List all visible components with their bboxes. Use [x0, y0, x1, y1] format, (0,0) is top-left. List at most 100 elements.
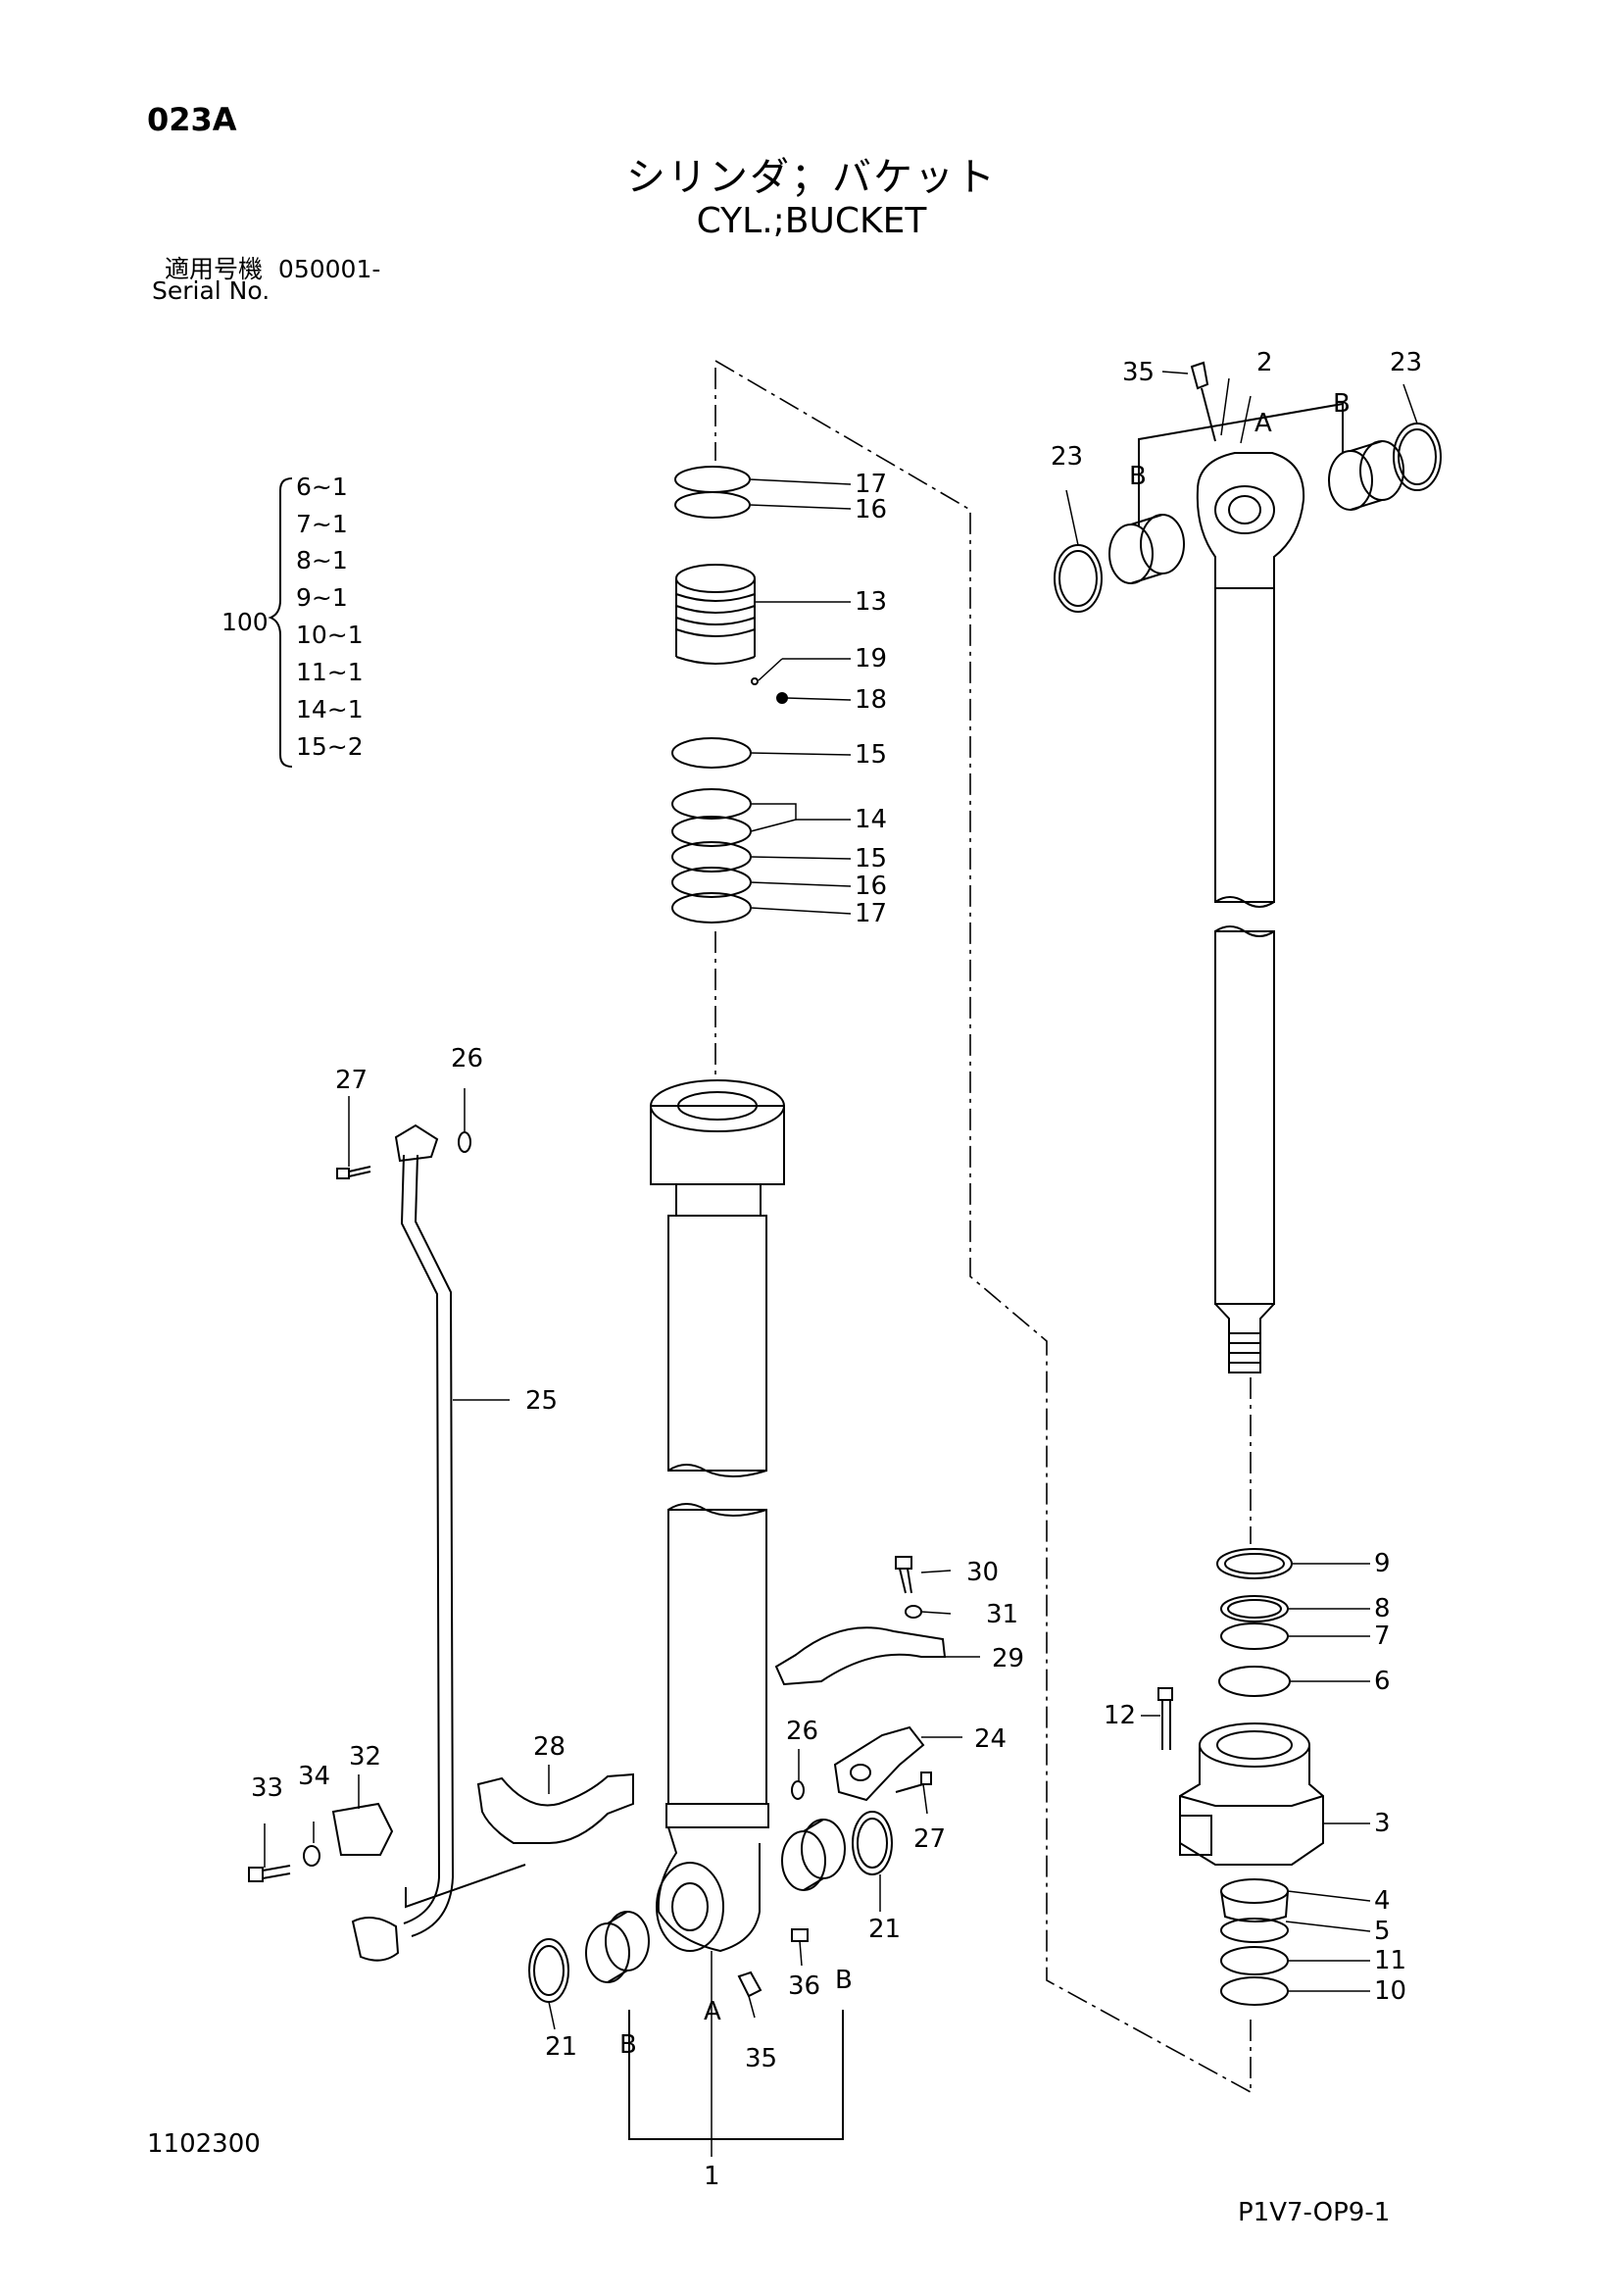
serial-label-jp: 適用号機 — [165, 255, 264, 283]
ref-b-left: B — [835, 1966, 853, 1995]
title-japanese: シリンダ；バケット — [626, 155, 997, 200]
kit-brace — [268, 477, 293, 768]
piston-rod — [1196, 452, 1305, 1373]
piston — [675, 564, 756, 665]
callout-30: 30 — [966, 1558, 999, 1587]
ref-b-right: B — [1129, 462, 1147, 491]
drawing-number: 1102300 — [147, 2129, 261, 2159]
callout-24: 24 — [974, 1724, 1007, 1754]
bushing-b-right — [1108, 440, 1404, 584]
reference-brackets — [405, 402, 1344, 2140]
head-seals-lower — [1220, 1878, 1289, 2006]
set-screw-18 — [776, 692, 788, 704]
kit-item: 9~1 — [296, 583, 348, 612]
kit-item: 7~1 — [296, 510, 348, 538]
kit-item: 14~1 — [296, 695, 364, 724]
kit-item: 15~2 — [296, 732, 364, 761]
callout-27: 27 — [335, 1066, 368, 1095]
bolt-27-bottom — [895, 1772, 932, 1793]
bolt-12 — [1157, 1687, 1173, 1750]
callout-15: 15 — [855, 740, 887, 770]
callout-9: 9 — [1374, 1549, 1391, 1578]
serial-applicability: 適用号機 050001- — [165, 250, 380, 285]
bracket-32 — [331, 1802, 394, 1856]
serial-label-en: Serial No. — [152, 276, 270, 305]
callout-18: 18 — [855, 685, 887, 715]
o-ring-26-bottom — [791, 1780, 805, 1800]
callout-32: 32 — [349, 1742, 381, 1772]
steel-ball-19 — [751, 677, 759, 685]
callout-33: 33 — [251, 1773, 283, 1803]
callout-21: 21 — [868, 1915, 901, 1944]
assembly-centerlines — [714, 360, 1252, 2093]
plug-36 — [791, 1928, 809, 1942]
callout-5: 5 — [1374, 1917, 1391, 1946]
seal-kit-number: 100 — [221, 608, 269, 636]
bolt-33 — [248, 1865, 291, 1882]
piston-rings — [671, 466, 752, 923]
callout-15: 15 — [855, 844, 887, 873]
callout-28: 28 — [533, 1732, 566, 1762]
callout-11: 11 — [1374, 1946, 1406, 1975]
callout-17: 17 — [855, 899, 887, 928]
callout-34: 34 — [298, 1762, 330, 1791]
serial-value: 050001- — [277, 255, 381, 283]
kit-item: 11~1 — [296, 658, 364, 686]
callout-12: 12 — [1104, 1701, 1136, 1730]
callout-8: 8 — [1374, 1594, 1391, 1623]
callout-4: 4 — [1374, 1886, 1391, 1916]
page-reference: P1V7-OP9-1 — [1238, 2198, 1391, 2227]
cylinder-head — [1179, 1722, 1324, 1866]
callout-29: 29 — [992, 1644, 1024, 1673]
o-ring-26-top — [458, 1131, 471, 1153]
callout-1: 1 — [704, 2162, 720, 2191]
callout-14: 14 — [855, 805, 887, 834]
bolt-27-top — [336, 1166, 371, 1179]
dust-seal-23 — [1054, 423, 1442, 613]
callout-36: 36 — [788, 1972, 820, 2001]
callout-26: 26 — [786, 1717, 818, 1746]
callout-16: 16 — [855, 495, 887, 524]
title-english: CYL.;BUCKET — [696, 201, 927, 241]
callout-35: 35 — [745, 2044, 777, 2073]
cylinder-tube — [650, 1079, 785, 1953]
callout-3: 3 — [1374, 1809, 1391, 1838]
callout-23: 23 — [1390, 348, 1422, 377]
callout-25: 25 — [525, 1386, 558, 1416]
callout-27: 27 — [913, 1824, 946, 1854]
callout-23: 23 — [1051, 442, 1083, 472]
ref-a-left: A — [704, 1997, 721, 2026]
washer-34 — [303, 1845, 320, 1867]
callout-2: 2 — [1256, 348, 1273, 377]
grease-nipple-top — [1190, 361, 1216, 442]
pipe-25 — [351, 1123, 455, 1962]
callout-10: 10 — [1374, 1976, 1406, 2006]
callouts: 17 16 13 19 18 15 14 15 16 17 35 2 23 23… — [251, 348, 1422, 2191]
callout-21: 21 — [545, 2032, 577, 2062]
callout-6: 6 — [1374, 1667, 1391, 1696]
callout-31: 31 — [986, 1600, 1018, 1629]
ref-b-left: B — [619, 2030, 637, 2060]
callout-16: 16 — [855, 872, 887, 901]
bolt-30 — [895, 1556, 912, 1594]
bushing-b-left — [585, 1819, 846, 1983]
callout-13: 13 — [855, 587, 887, 617]
callout-35: 35 — [1122, 358, 1155, 387]
kit-item: 8~1 — [296, 546, 348, 574]
grease-nipple-bottom — [737, 1971, 762, 1998]
callout-19: 19 — [855, 644, 887, 674]
leader-lines — [264, 371, 1418, 2157]
kit-item: 10~1 — [296, 621, 364, 649]
callout-17: 17 — [855, 470, 887, 499]
flange-24 — [833, 1725, 925, 1802]
callout-7: 7 — [1374, 1622, 1391, 1651]
washer-31 — [905, 1605, 922, 1619]
clamp-29 — [774, 1626, 947, 1686]
page-code: 023A — [147, 101, 237, 138]
rod-seals — [1216, 1548, 1293, 1697]
ref-a-right: A — [1254, 409, 1272, 438]
callout-26: 26 — [451, 1044, 483, 1073]
clamp-28 — [476, 1772, 634, 1844]
kit-item: 6~1 — [296, 473, 348, 501]
